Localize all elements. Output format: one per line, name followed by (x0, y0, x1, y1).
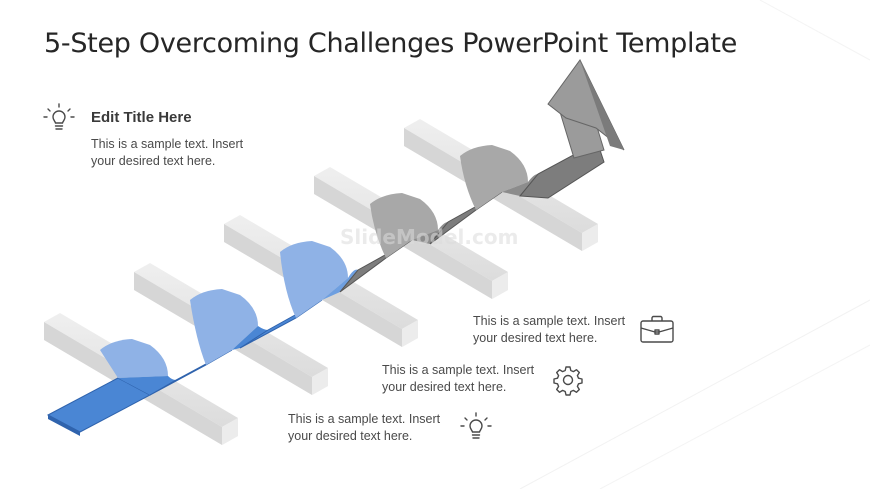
lightbulb-icon (460, 412, 492, 439)
watermark: SlideModel.com (340, 225, 519, 249)
lightbulb-icon (43, 103, 75, 130)
callout-2-line1: This is a sample text. Insert (382, 363, 535, 377)
briefcase-icon (640, 315, 674, 343)
callout-text-1: This is a sample text. Insert your desir… (473, 313, 673, 347)
block-text-line2: your desired text here. (91, 154, 216, 168)
block-text: This is a sample text. Insert your desir… (91, 136, 291, 170)
callout-text-3: This is a sample text. Insert your desir… (288, 411, 488, 445)
slide-title: 5-Step Overcoming Challenges PowerPoint … (44, 28, 738, 59)
callout-2-line2: your desired text here. (382, 380, 507, 394)
callout-3-line2: your desired text here. (288, 429, 413, 443)
block-text-line1: This is a sample text. Insert (91, 137, 244, 151)
callout-1-line1: This is a sample text. Insert (473, 314, 626, 328)
block-heading: Edit Title Here (91, 109, 192, 126)
callout-text-2: This is a sample text. Insert your desir… (382, 362, 582, 396)
gear-icon (553, 366, 583, 396)
callout-3-line1: This is a sample text. Insert (288, 412, 441, 426)
callout-1-line2: your desired text here. (473, 331, 598, 345)
